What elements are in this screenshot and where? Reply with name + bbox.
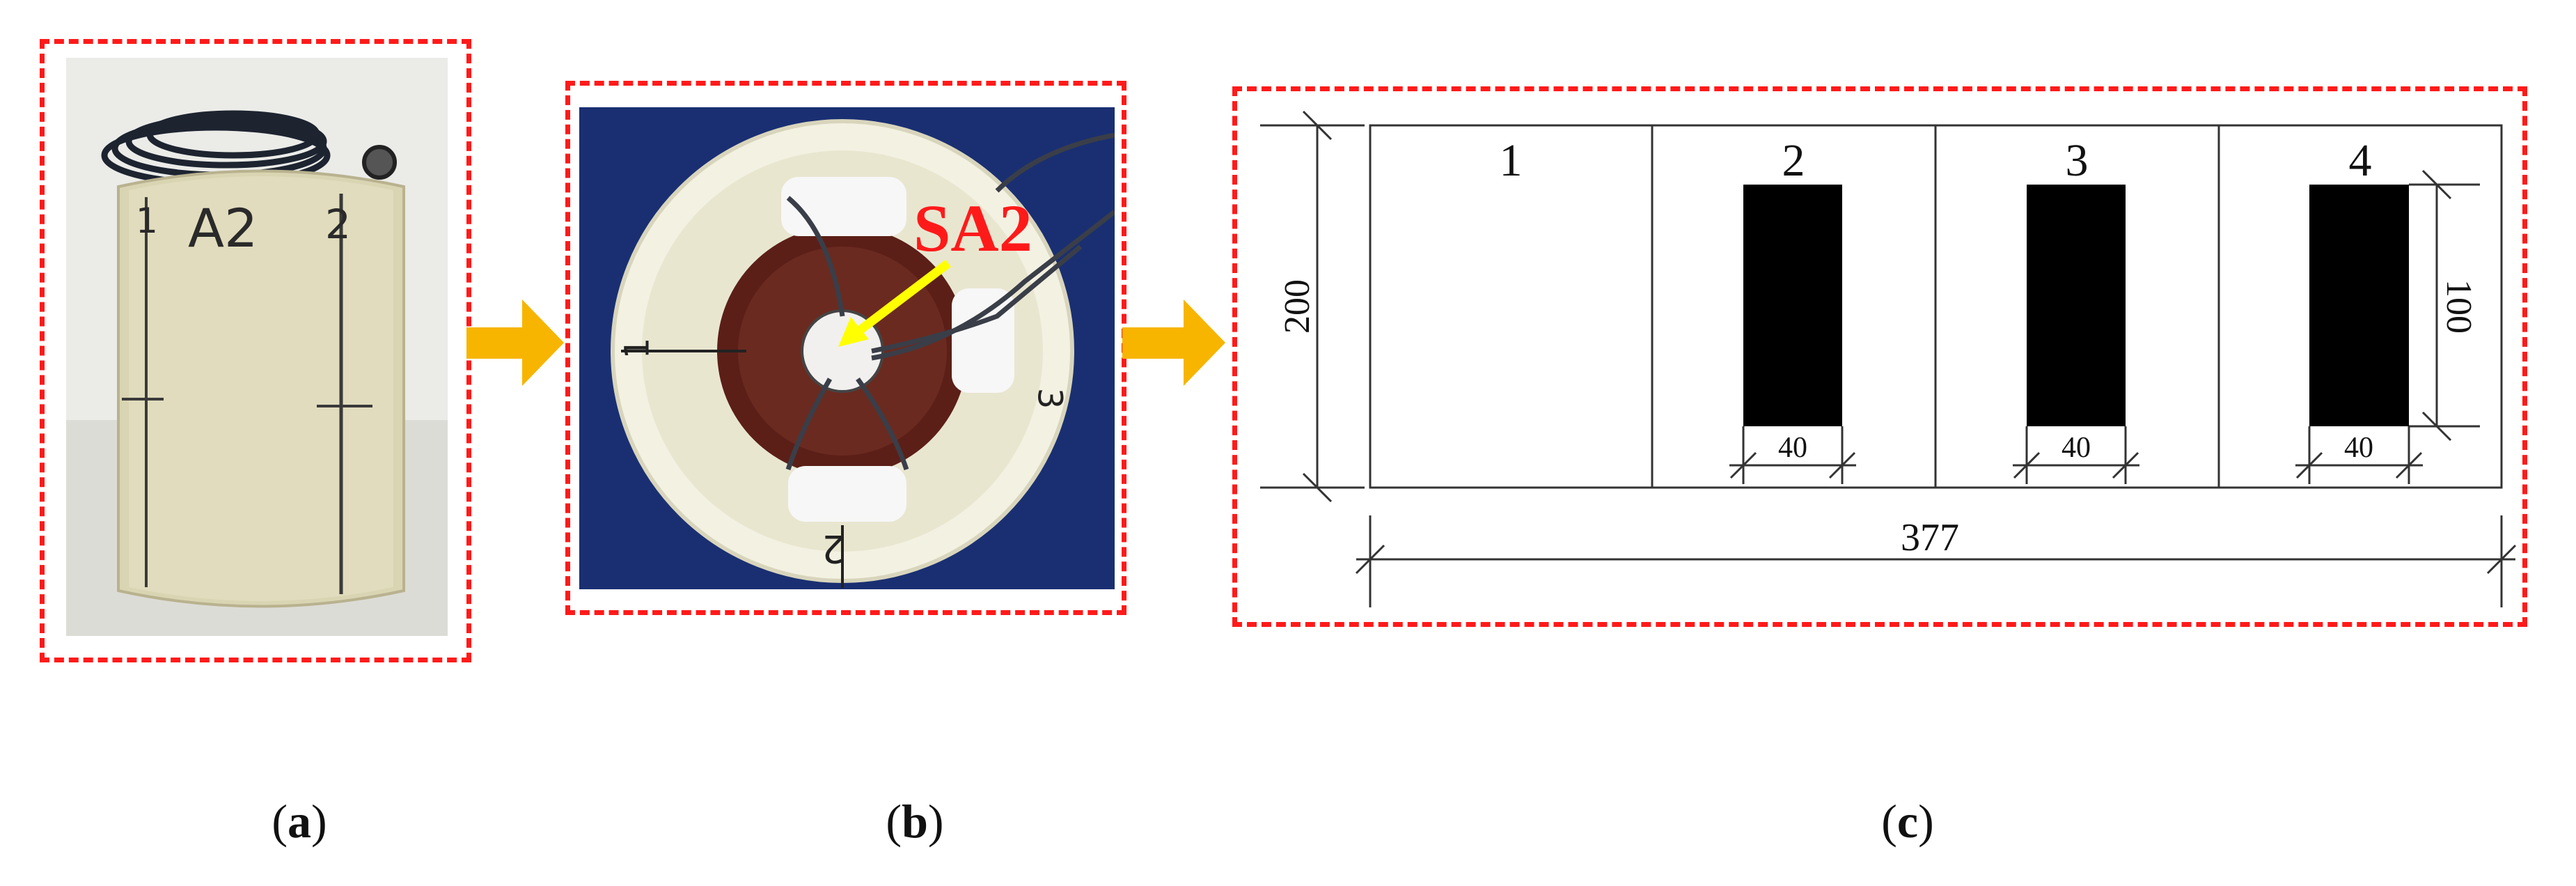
caption-b: (b): [886, 795, 944, 848]
caption-a: (a): [272, 795, 327, 848]
cylinder-photo-illustration: [66, 58, 448, 636]
connector: [362, 145, 397, 180]
sensor-label-sa2: SA2: [913, 191, 1032, 265]
pad-bottom: [788, 466, 906, 522]
cylinder-mark-a2: A2: [188, 197, 258, 259]
panel-b-frame: [565, 81, 1126, 615]
cylinder-mark-2: 2: [325, 201, 351, 248]
cylinder-mark-1: 1: [136, 201, 158, 241]
caption-c: (c): [1881, 795, 1934, 848]
pad-top: [781, 177, 906, 236]
panel-c-frame: [1232, 86, 2527, 627]
photo-cylinder-side: A2 1 2: [66, 58, 448, 636]
top-view-illustration: [579, 107, 1115, 589]
flow-arrow-b-to-c: [1122, 300, 1225, 386]
panel-a-frame: [40, 39, 471, 662]
photo-cylinder-top: 1 2 3: [579, 107, 1115, 589]
flow-arrow-a-to-b: [466, 300, 564, 386]
